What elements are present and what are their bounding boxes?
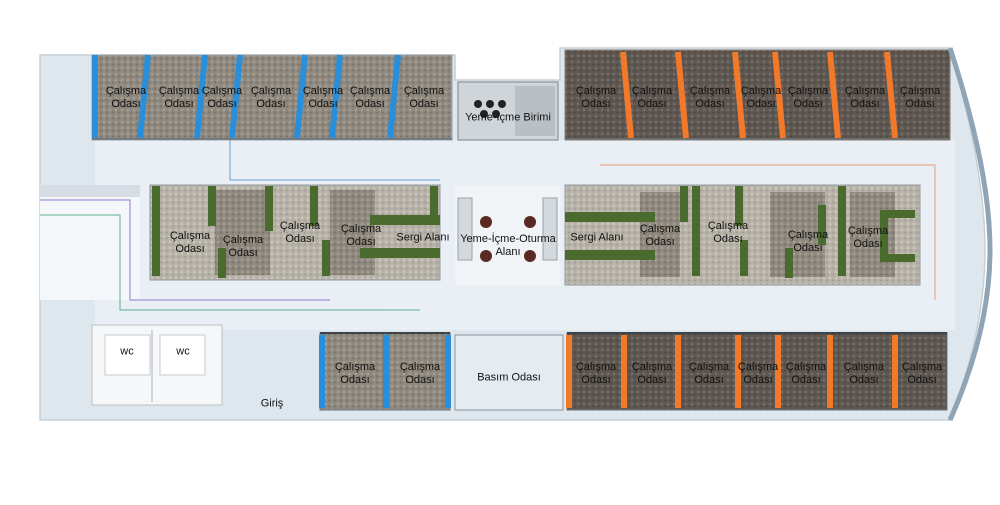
central-island-right [564, 184, 921, 286]
entrance-label: Giriş [260, 397, 284, 410]
study-room-label: Çalışma Odası [787, 229, 829, 254]
study-room-label: Çalışma Odası [787, 85, 829, 110]
study-room-label: Çalışma Odası [843, 361, 885, 386]
study-room-label: Çalışma Odası [737, 361, 779, 386]
study-room-label: Çalışma Odası [631, 361, 673, 386]
study-room-label: Çalışma Odası [575, 361, 617, 386]
study-room-label: Çalışma Odası [847, 225, 889, 250]
study-room-label: Çalışma Odası [785, 361, 827, 386]
study-room-label: Çalışma Odası [901, 361, 943, 386]
study-room-label: Çalışma Odası [631, 85, 673, 110]
study-room-label: Çalışma Odası [105, 85, 147, 110]
top-right-rooms [564, 49, 951, 141]
bottom-left-rooms [319, 332, 451, 411]
study-room-label: Çalışma Odası [158, 85, 200, 110]
wc-label: wc [176, 345, 190, 358]
top-left-rooms [91, 54, 453, 141]
study-room-label: Çalışma Odası [899, 85, 941, 110]
curved-facade [947, 47, 993, 422]
print-room [454, 334, 564, 411]
study-room-label: Çalışma Odası [707, 220, 749, 245]
central-seating [455, 185, 560, 285]
wc-label: wc [120, 345, 134, 358]
study-room-label: Çalışma Odası [334, 361, 376, 386]
study-room-label: Çalışma Odası [222, 234, 264, 259]
wc-block [91, 324, 223, 406]
study-room-label: Çalışma Odası [279, 220, 321, 245]
study-room-label: Çalışma Odası [575, 85, 617, 110]
study-room-label: Çalışma Odası [349, 85, 391, 110]
study-room-label: Çalışma Odası [844, 85, 886, 110]
exhibition-area-label: Sergi Alanı [396, 231, 450, 244]
dining-seating-area-label: Yeme-İçme-Oturma Alanı [460, 233, 556, 258]
study-room-label: Çalışma Odası [302, 85, 344, 110]
study-room-label: Çalışma Odası [689, 85, 731, 110]
bottom-right-rooms [566, 332, 948, 411]
exhibition-area-label: Sergi Alanı [570, 231, 624, 244]
study-room-label: Çalışma Odası [250, 85, 292, 110]
study-room-label: Çalışma Odası [740, 85, 782, 110]
study-room-label: Çalışma Odası [201, 85, 243, 110]
study-room-label: Çalışma Odası [403, 85, 445, 110]
study-room-label: Çalışma Odası [340, 223, 382, 248]
dining-unit-label: Yeme-İçme Birimi [465, 111, 551, 124]
print-room-label: Basım Odası [477, 371, 541, 384]
dining-unit-room [457, 81, 559, 141]
study-room-label: Çalışma Odası [639, 223, 681, 248]
study-room-label: Çalışma Odası [399, 361, 441, 386]
entrance-floor [40, 185, 140, 300]
study-room-label: Çalışma Odası [688, 361, 730, 386]
central-island-left [149, 184, 441, 281]
study-room-label: Çalışma Odası [169, 230, 211, 255]
